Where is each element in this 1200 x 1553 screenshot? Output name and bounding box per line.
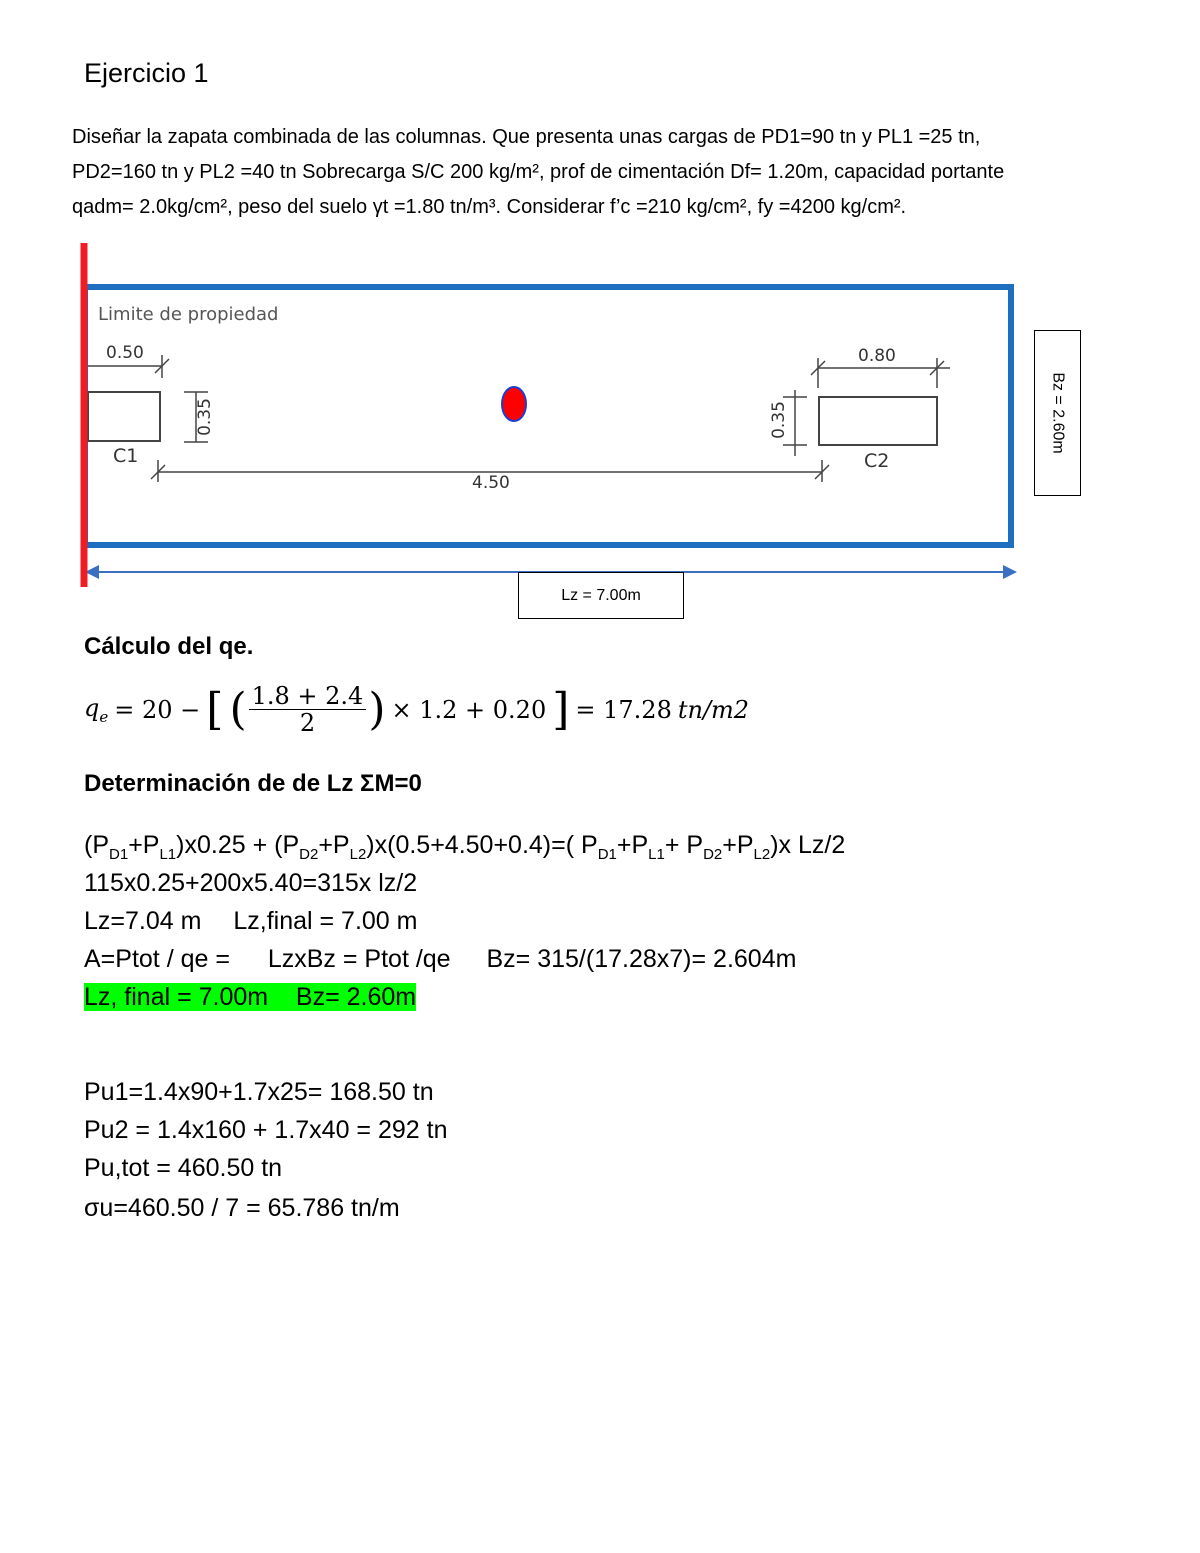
qe-equation: qe = 20 − [ ( 1.8 + 2.4 2 ) × 1.2 + 0.20… (84, 682, 750, 738)
qe-numerator: 1.8 + 2.4 (248, 683, 367, 711)
qe-result: = 17.28 (575, 695, 672, 724)
c2-depth-label: 0.35 (768, 401, 789, 439)
area-formula: A=Ptot / qe = (84, 945, 230, 973)
final-dimensions: Lz, final = 7.00m Bz= 2.60m (84, 978, 417, 1016)
footing-drawing (80, 243, 1017, 587)
c2-label: C2 (864, 450, 890, 472)
lz-heading: Determinación de de Lz ΣM=0 (84, 770, 422, 797)
lz-initial: Lz=7.04 m (84, 907, 202, 935)
qe-units: tn/m2 (677, 695, 750, 724)
lz-line-3: Lz=7.04 m Lz,final = 7.00 m (84, 902, 417, 940)
pu1-line: Pu1=1.4x90+1.7x25= 168.50 tn (84, 1078, 434, 1106)
footing-outline (82, 284, 1014, 548)
c1-depth-label: 0.35 (194, 398, 215, 436)
lz-label: Lz = 7.00m (561, 586, 641, 604)
qe-part2: × 1.2 + 0.20 (391, 695, 547, 724)
property-limit-label: Limite de propiedad (98, 304, 279, 325)
problem-line-1: Diseñar la zapata combinada de las colum… (72, 126, 981, 148)
lz-line-2: 115x0.25+200x5.40=315x lz/2 (84, 869, 418, 897)
column-c1 (87, 391, 161, 442)
c1-width-label: 0.50 (106, 343, 144, 363)
pu2-line: Pu2 = 1.4x160 + 1.7x40 = 292 tn (84, 1116, 448, 1144)
qe-heading: Cálculo del qe. (84, 633, 254, 660)
moment-equation: (PD1+PL1)x0.25 + (PD2+PL2)x(0.5+4.50+0.4… (84, 831, 846, 863)
resultant-marker (501, 386, 527, 422)
problem-statement: Diseñar la zapata combinada de las colum… (72, 120, 1162, 225)
footing-diagram: Limite de propiedad 0.50 0.35 C1 4.50 0.… (0, 230, 1200, 630)
qe-part1: = 20 − (114, 695, 201, 724)
bz-label: Bz = 2.60m (1049, 372, 1067, 454)
area-dimensions: LzxBz = Ptot /qe (267, 945, 451, 973)
putot-line: Pu,tot = 460.50 tn (84, 1154, 283, 1182)
qe-symbol: qe (84, 693, 109, 726)
qe-fraction: 1.8 + 2.4 2 (248, 683, 367, 738)
exercise-title: Ejercicio 1 (84, 58, 209, 88)
qe-denominator: 2 (299, 709, 316, 738)
spacing-label: 4.50 (472, 473, 510, 493)
column-c2 (818, 396, 938, 446)
final-dimensions-highlight: Lz, final = 7.00m Bz= 2.60m (84, 983, 417, 1011)
problem-line-2: PD2=160 tn y PL2 =40 tn Sobrecarga S/C 2… (72, 161, 1005, 183)
lz-line-4: A=Ptot / qe = LzxBz = Ptot /qe Bz= 315/(… (84, 940, 796, 978)
sigma-u-line: σu=460.50 / 7 = 65.786 tn/m (84, 1194, 400, 1222)
c1-label: C1 (113, 445, 139, 467)
lz-label-box: Lz = 7.00m (518, 572, 684, 619)
bz-label-box: Bz = 2.60m (1034, 330, 1081, 496)
bz-calc: Bz= 315/(17.28x7)= 2.604m (486, 945, 797, 973)
c2-width-label: 0.80 (858, 346, 896, 366)
lz-final: Lz,final = 7.00 m (233, 907, 418, 935)
problem-line-3: qadm= 2.0kg/cm², peso del suelo γt =1.80… (72, 196, 907, 218)
